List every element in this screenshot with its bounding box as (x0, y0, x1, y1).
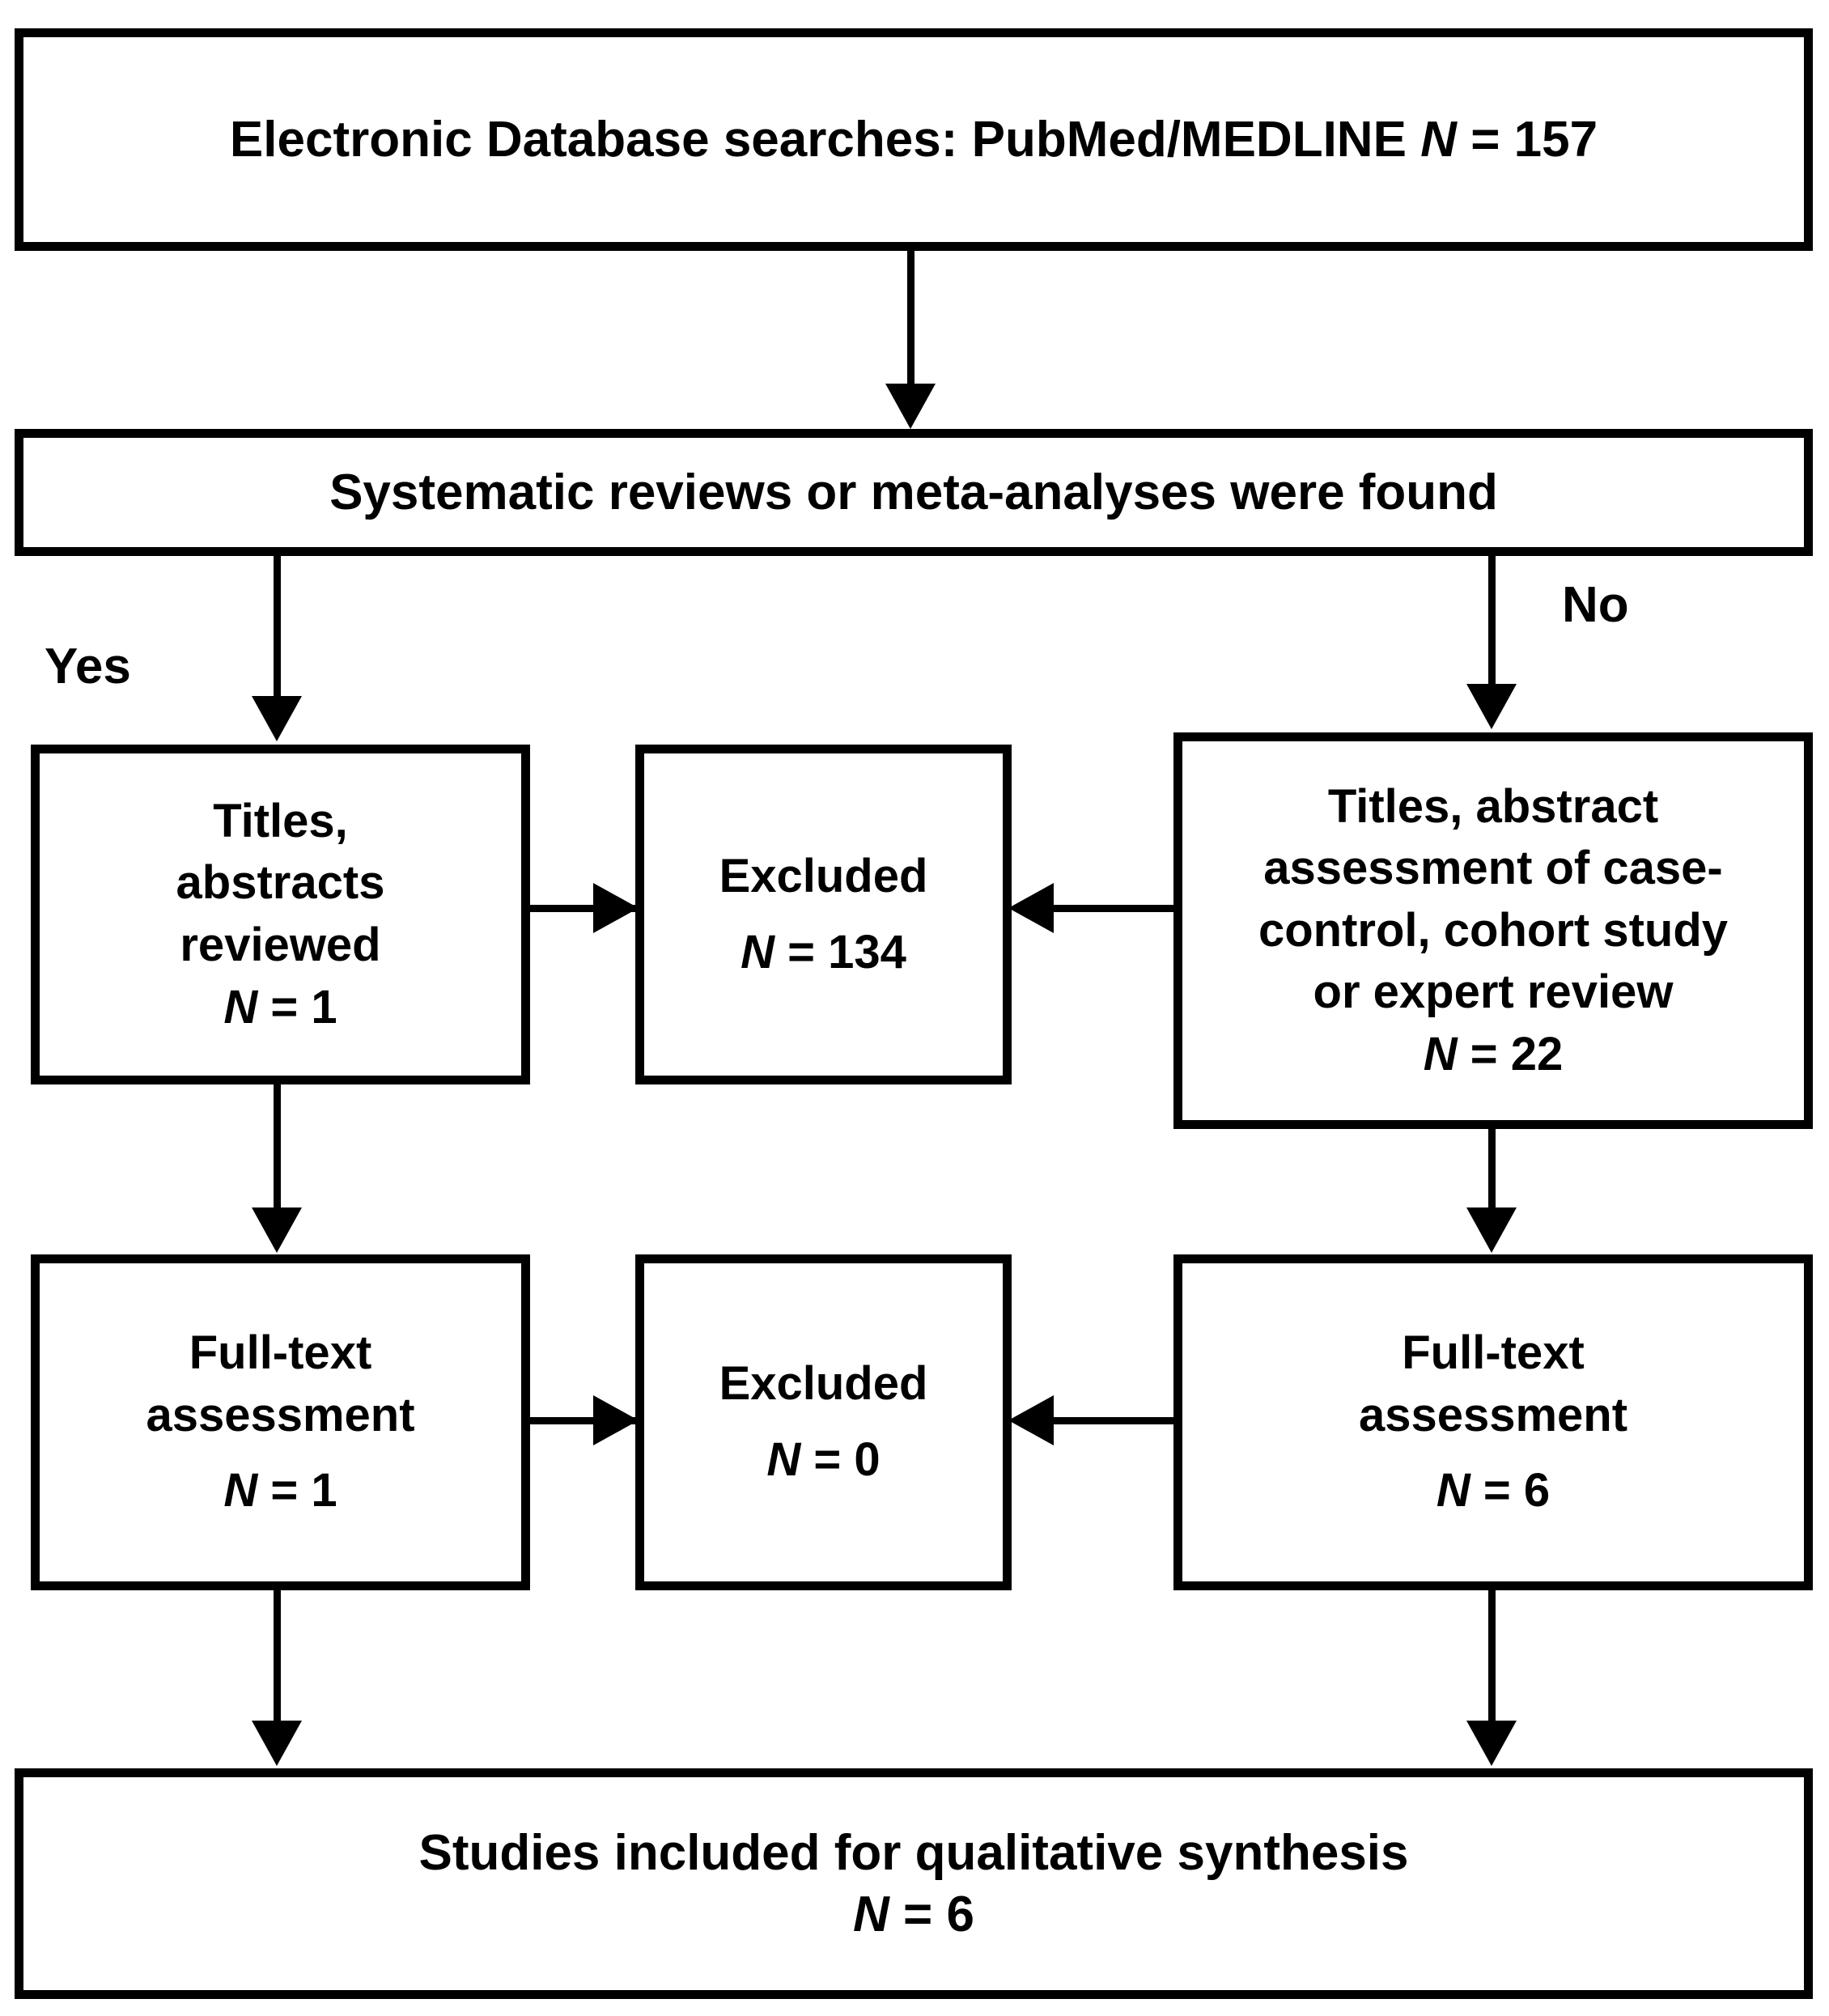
fulltext-assessment-right-line2: assessment (1358, 1388, 1628, 1441)
connector-assessment22-to-excluded134 (1052, 905, 1175, 912)
connector-reviewed-to-fulltext-left (274, 1084, 281, 1212)
excluded-0-n-value: = 0 (813, 1433, 881, 1487)
connector-reviewed-to-excluded134 (526, 905, 639, 912)
fulltext-assessment-right-n-value: = 6 (1483, 1464, 1551, 1517)
database-search-text: Electronic Database searches: PubMed/MED… (23, 109, 1804, 171)
titles-abstracts-reviewed-n-symbol: N (223, 980, 258, 1033)
studies-included-n-symbol: N (853, 1886, 889, 1942)
titles-abstract-assessment-line1: Titles, abstract (1327, 779, 1659, 833)
studies-included-count: N = 6 (35, 1884, 1793, 1946)
titles-abstract-assessment-n-symbol: N (1423, 1027, 1458, 1080)
connector-fulltextright-to-included (1488, 1590, 1496, 1724)
node-titles-abstract-assessment: Titles, abstract assessment of case- con… (1173, 732, 1813, 1129)
excluded-0-text: Excluded N = 0 (644, 1353, 1003, 1491)
fulltext-assessment-left-spacer (51, 1446, 510, 1460)
titles-abstracts-reviewed-text: Titles, abstracts reviewed N = 1 (40, 791, 521, 1038)
branch-label-no: No (1562, 577, 1629, 633)
fulltext-assessment-left-count: N = 1 (51, 1460, 510, 1522)
studies-included-text: Studies included for qualitative synthes… (23, 1823, 1804, 1945)
node-studies-included: Studies included for qualitative synthes… (15, 1768, 1813, 1999)
excluded-134-n-symbol: N (741, 925, 774, 978)
arrowhead-assessment22-to-excluded134 (1008, 883, 1054, 933)
node-database-search: Electronic Database searches: PubMed/MED… (15, 28, 1813, 251)
titles-abstract-assessment-count: N = 22 (1194, 1024, 1793, 1086)
connector-fulltextleft-to-excluded0 (526, 1417, 639, 1424)
excluded-134-n-value: = 134 (787, 925, 906, 978)
arrowhead-fulltextright-to-included (1466, 1721, 1517, 1766)
arrowhead-fulltextright-to-excluded0 (1008, 1395, 1054, 1445)
fulltext-assessment-left-n-symbol: N (223, 1464, 258, 1517)
connector-question-yes (274, 556, 281, 702)
connector-question-no (1488, 556, 1496, 690)
database-search-n-symbol: N (1420, 111, 1457, 168)
review-question-label: Systematic reviews or meta-analyses were… (329, 464, 1498, 520)
titles-abstracts-reviewed-line2: abstracts (176, 856, 385, 910)
excluded-134-spacer (656, 907, 991, 921)
database-search-n-value: = 157 (1470, 111, 1598, 168)
connector-fulltextleft-to-included (274, 1590, 281, 1724)
database-search-label: Electronic Database searches: (229, 111, 958, 168)
titles-abstract-assessment-n-value: = 22 (1470, 1027, 1564, 1080)
titles-abstract-assessment-line2: assessment of case- (1263, 842, 1723, 895)
fulltext-assessment-right-spacer (1194, 1446, 1793, 1460)
fulltext-assessment-left-n-value: = 1 (270, 1464, 337, 1517)
excluded-134-count: N = 134 (656, 922, 991, 984)
titles-abstracts-reviewed-line1: Titles, (213, 794, 348, 847)
arrowhead-question-yes (252, 696, 302, 741)
review-question-text: Systematic reviews or meta-analyses were… (23, 462, 1804, 524)
arrowhead-reviewed-to-excluded134 (593, 883, 639, 933)
fulltext-assessment-right-n-symbol: N (1436, 1464, 1470, 1517)
connector-fulltextright-to-excluded0 (1052, 1417, 1175, 1424)
titles-abstracts-reviewed-line3: reviewed (180, 919, 381, 971)
fulltext-assessment-left-line2: assessment (146, 1388, 415, 1441)
database-search-line: Electronic Database searches: PubMed/MED… (35, 109, 1793, 171)
studies-included-line1: Studies included for qualitative synthes… (418, 1824, 1409, 1881)
database-search-source: PubMed/MEDLINE (971, 111, 1407, 168)
titles-abstract-assessment-line3: control, cohort study (1258, 903, 1728, 957)
fulltext-assessment-left-line1: Full-text (189, 1326, 372, 1379)
arrowhead-search-to-question (885, 384, 936, 429)
excluded-0-n-symbol: N (766, 1433, 801, 1487)
arrowhead-fulltextleft-to-excluded0 (593, 1395, 639, 1445)
node-excluded-134: Excluded N = 134 (635, 745, 1012, 1084)
titles-abstract-assessment-line4: or expert review (1313, 966, 1674, 1019)
branch-label-yes: Yes (45, 639, 131, 694)
node-review-question: Systematic reviews or meta-analyses were… (15, 429, 1813, 556)
node-fulltext-assessment-left: Full-text assessment N = 1 (31, 1254, 530, 1590)
titles-abstracts-reviewed-n-value: = 1 (270, 980, 337, 1033)
titles-abstract-assessment-text: Titles, abstract assessment of case- con… (1182, 776, 1804, 1086)
arrowhead-assessment22-to-fulltext-right (1466, 1207, 1517, 1253)
node-excluded-0: Excluded N = 0 (635, 1254, 1012, 1590)
excluded-134-line1: Excluded (719, 849, 928, 902)
arrowhead-question-no (1466, 684, 1517, 729)
excluded-0-line1: Excluded (719, 1357, 928, 1411)
connector-search-to-question (907, 251, 914, 390)
excluded-134-text: Excluded N = 134 (644, 846, 1003, 983)
fulltext-assessment-left-text: Full-text assessment N = 1 (40, 1322, 521, 1522)
excluded-0-count: N = 0 (656, 1429, 991, 1492)
fulltext-assessment-right-text: Full-text assessment N = 6 (1182, 1322, 1804, 1522)
titles-abstracts-reviewed-count: N = 1 (51, 977, 510, 1039)
node-titles-abstracts-reviewed: Titles, abstracts reviewed N = 1 (31, 745, 530, 1084)
arrowhead-fulltextleft-to-included (252, 1721, 302, 1766)
node-fulltext-assessment-right: Full-text assessment N = 6 (1173, 1254, 1813, 1590)
excluded-0-spacer (656, 1415, 991, 1429)
arrowhead-reviewed-to-fulltext-left (252, 1207, 302, 1253)
connector-assessment22-to-fulltext-right (1488, 1129, 1496, 1213)
fulltext-assessment-right-count: N = 6 (1194, 1460, 1793, 1522)
fulltext-assessment-right-line1: Full-text (1402, 1326, 1585, 1379)
studies-included-n-value: = 6 (903, 1886, 974, 1942)
